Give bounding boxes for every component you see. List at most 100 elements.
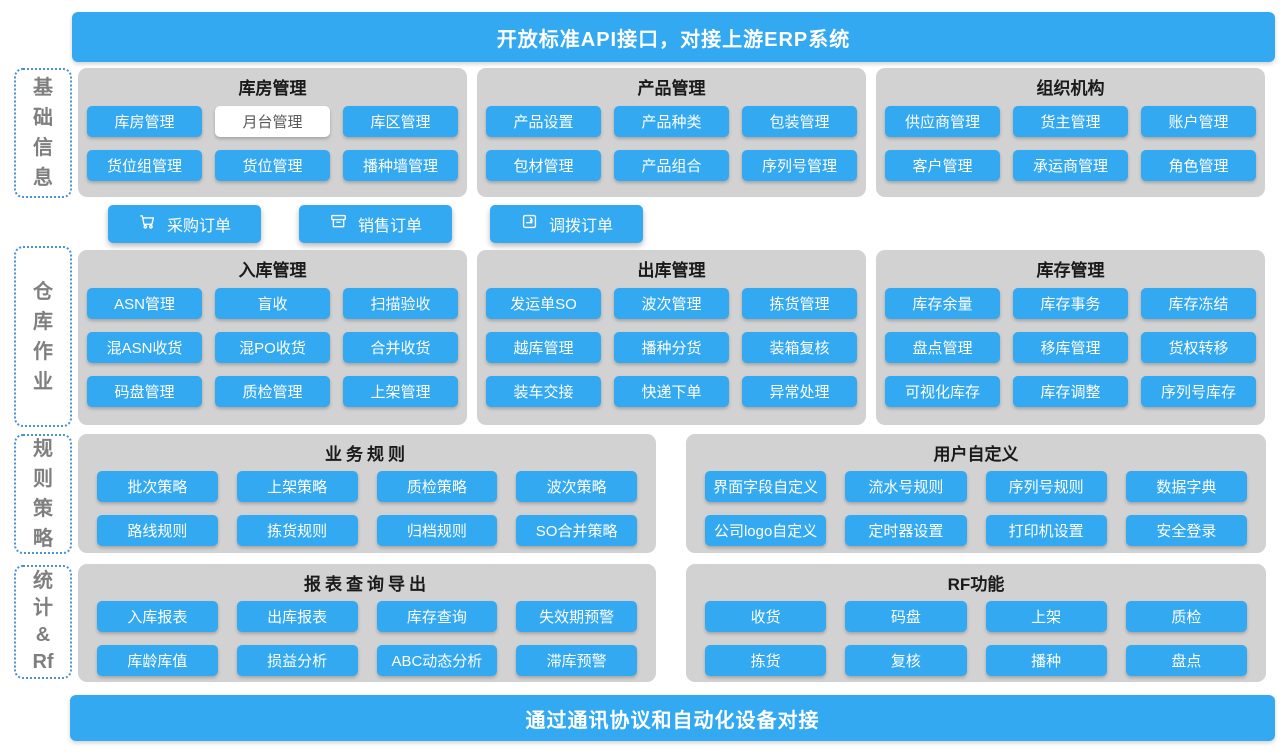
feature-button[interactable]: 路线规则 bbox=[97, 515, 218, 546]
feature-button[interactable]: 包材管理 bbox=[486, 150, 601, 181]
feature-button[interactable]: 安全登录 bbox=[1125, 515, 1247, 546]
feature-button[interactable]: 供应商管理 bbox=[885, 106, 1000, 137]
feature-button[interactable]: ASN管理 bbox=[87, 288, 202, 319]
panel-title: 组织机构 bbox=[1036, 79, 1105, 98]
bottom-device-banner: 通过通讯协议和自动化设备对接 bbox=[70, 695, 1275, 741]
sales-order-button[interactable]: 销售订单 bbox=[299, 205, 452, 243]
feature-button[interactable]: 库房管理 bbox=[87, 106, 202, 137]
feature-button[interactable]: 货位组管理 bbox=[87, 150, 202, 181]
panel-rf-functions: RF功能 收货 码盘 上架 质检 拣货 复核 播种 盘点 bbox=[686, 564, 1266, 682]
feature-button[interactable]: 承运商管理 bbox=[1013, 150, 1128, 181]
feature-button[interactable]: 合并收货 bbox=[343, 332, 458, 363]
panel-product-mgmt: 产品管理 产品设置 产品种类 包装管理 包材管理 产品组合 序列号管理 bbox=[477, 68, 866, 197]
feature-button[interactable]: 移库管理 bbox=[1013, 332, 1128, 363]
cart-icon bbox=[138, 212, 157, 236]
feature-button[interactable]: 上架策略 bbox=[236, 471, 358, 502]
feature-button[interactable]: 装箱复核 bbox=[742, 332, 857, 363]
transfer-order-button[interactable]: 调拨订单 bbox=[490, 205, 643, 243]
side-label-rules: 规 则 策 略 bbox=[14, 434, 72, 554]
feature-button[interactable]: 收货 bbox=[705, 601, 827, 632]
feature-button[interactable]: 波次管理 bbox=[614, 288, 729, 319]
side-label-stats-rf: 统 计 & Rf bbox=[14, 565, 72, 679]
feature-button[interactable]: 打印机设置 bbox=[985, 515, 1107, 546]
feature-button[interactable]: 序列号库存 bbox=[1141, 376, 1256, 407]
feature-button[interactable]: 账户管理 bbox=[1141, 106, 1256, 137]
feature-button[interactable]: 波次策略 bbox=[516, 471, 637, 502]
feature-button[interactable]: 混ASN收货 bbox=[87, 332, 202, 363]
feature-button[interactable]: 盘点 bbox=[1125, 645, 1247, 676]
feature-button[interactable]: ABC动态分析 bbox=[376, 645, 498, 676]
feature-button-active[interactable]: 月台管理 bbox=[215, 106, 330, 137]
feature-button[interactable]: 数据字典 bbox=[1125, 471, 1247, 502]
feature-button[interactable]: 库存余量 bbox=[885, 288, 1000, 319]
side-label-base-info: 基 础 信 息 bbox=[14, 68, 72, 198]
feature-button[interactable]: 定时器设置 bbox=[845, 515, 967, 546]
feature-button[interactable]: 码盘 bbox=[845, 601, 967, 632]
panel-title: 出库管理 bbox=[637, 261, 706, 280]
feature-button[interactable]: 异常处理 bbox=[742, 376, 857, 407]
feature-button[interactable]: 可视化库存 bbox=[885, 376, 1000, 407]
panel-inventory-mgmt: 库存管理 库存余量 库存事务 库存冻结 盘点管理 移库管理 货权转移 可视化库存… bbox=[876, 250, 1265, 425]
feature-button[interactable]: 货位管理 bbox=[215, 150, 330, 181]
feature-button[interactable]: 快递下单 bbox=[614, 376, 729, 407]
feature-button[interactable]: 公司logo自定义 bbox=[705, 515, 827, 546]
feature-button[interactable]: 拣货规则 bbox=[236, 515, 358, 546]
feature-button[interactable]: 客户管理 bbox=[885, 150, 1000, 181]
purchase-order-button[interactable]: 采购订单 bbox=[108, 205, 261, 243]
feature-button[interactable]: 库存事务 bbox=[1013, 288, 1128, 319]
feature-button[interactable]: 序列号管理 bbox=[742, 150, 857, 181]
feature-button[interactable]: 播种 bbox=[985, 645, 1107, 676]
feature-button[interactable]: 复核 bbox=[845, 645, 967, 676]
feature-button[interactable]: 扫描验收 bbox=[343, 288, 458, 319]
feature-button[interactable]: 货权转移 bbox=[1141, 332, 1256, 363]
feature-button[interactable]: 出库报表 bbox=[236, 601, 358, 632]
panel-organization: 组织机构 供应商管理 货主管理 账户管理 客户管理 承运商管理 角色管理 bbox=[876, 68, 1265, 197]
feature-button[interactable]: 库存查询 bbox=[376, 601, 498, 632]
feature-button[interactable]: 装车交接 bbox=[486, 376, 601, 407]
panel-title: RF功能 bbox=[947, 575, 1005, 594]
panel-report-export: 报表查询导出 入库报表 出库报表 库存查询 失效期预警 库龄库值 损益分析 AB… bbox=[78, 564, 656, 682]
feature-button[interactable]: SO合并策略 bbox=[516, 515, 637, 546]
feature-button[interactable]: 失效期预警 bbox=[516, 601, 637, 632]
panel-title: 产品管理 bbox=[637, 79, 706, 98]
feature-button[interactable]: 库存调整 bbox=[1013, 376, 1128, 407]
feature-button[interactable]: 上架管理 bbox=[343, 376, 458, 407]
feature-button[interactable]: 拣货 bbox=[705, 645, 827, 676]
feature-button[interactable]: 越库管理 bbox=[486, 332, 601, 363]
feature-button[interactable]: 质检管理 bbox=[215, 376, 330, 407]
feature-button[interactable]: 归档规则 bbox=[376, 515, 498, 546]
feature-button[interactable]: 质检策略 bbox=[376, 471, 498, 502]
feature-button[interactable]: 盘点管理 bbox=[885, 332, 1000, 363]
feature-button[interactable]: 入库报表 bbox=[97, 601, 218, 632]
feature-button[interactable]: 包装管理 bbox=[742, 106, 857, 137]
feature-button[interactable]: 质检 bbox=[1125, 601, 1247, 632]
feature-button[interactable]: 盲收 bbox=[215, 288, 330, 319]
feature-button[interactable]: 播种分货 bbox=[614, 332, 729, 363]
top-api-banner: 开放标准API接口，对接上游ERP系统 bbox=[72, 12, 1275, 62]
feature-button[interactable]: 码盘管理 bbox=[87, 376, 202, 407]
feature-button[interactable]: 损益分析 bbox=[236, 645, 358, 676]
feature-button[interactable]: 流水号规则 bbox=[845, 471, 967, 502]
feature-button[interactable]: 库区管理 bbox=[343, 106, 458, 137]
feature-button[interactable]: 产品组合 bbox=[614, 150, 729, 181]
feature-button[interactable]: 上架 bbox=[985, 601, 1107, 632]
panel-title: 库房管理 bbox=[238, 79, 307, 98]
feature-button[interactable]: 货主管理 bbox=[1013, 106, 1128, 137]
feature-button[interactable]: 序列号规则 bbox=[985, 471, 1107, 502]
feature-button[interactable]: 角色管理 bbox=[1141, 150, 1256, 181]
feature-button[interactable]: 产品设置 bbox=[486, 106, 601, 137]
feature-button[interactable]: 滞库预警 bbox=[516, 645, 637, 676]
panel-business-rules: 业务规则 批次策略 上架策略 质检策略 波次策略 路线规则 拣货规则 归档规则 … bbox=[78, 434, 656, 553]
feature-button[interactable]: 混PO收货 bbox=[215, 332, 330, 363]
feature-button[interactable]: 界面字段自定义 bbox=[705, 471, 827, 502]
archive-box-icon bbox=[329, 212, 348, 236]
feature-button[interactable]: 发运单SO bbox=[486, 288, 601, 319]
feature-button[interactable]: 拣货管理 bbox=[742, 288, 857, 319]
feature-button[interactable]: 库存冻结 bbox=[1141, 288, 1256, 319]
feature-button[interactable]: 库龄库值 bbox=[97, 645, 218, 676]
feature-button[interactable]: 播种墙管理 bbox=[343, 150, 458, 181]
panel-warehouse-mgmt: 库房管理 库房管理 月台管理 库区管理 货位组管理 货位管理 播种墙管理 bbox=[78, 68, 467, 197]
panel-title: 库存管理 bbox=[1036, 261, 1105, 280]
feature-button[interactable]: 产品种类 bbox=[614, 106, 729, 137]
feature-button[interactable]: 批次策略 bbox=[97, 471, 218, 502]
